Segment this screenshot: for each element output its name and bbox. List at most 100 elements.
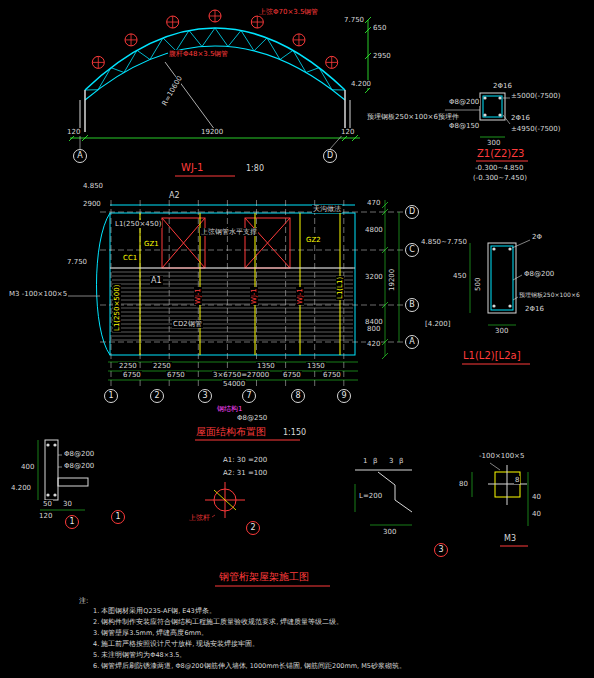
annotation-text: 2Φ — [531, 233, 543, 241]
annotation-text: 1350 — [256, 362, 276, 370]
annotation-text: A2 — [168, 191, 181, 200]
annotation-text: 腹杆Φ48×3.5钢管 — [168, 50, 229, 58]
dimension-line — [40, 510, 85, 511]
note-text: 1. 本图钢材采用Q235-AF钢, E43焊条。 — [92, 608, 217, 615]
cross-bracing — [245, 218, 290, 268]
title-underline — [215, 586, 330, 587]
annotation-text: 2250 — [152, 362, 172, 370]
axis-line — [100, 342, 405, 343]
axis-number: D — [327, 152, 333, 160]
note-text: 3. 钢管壁厚3.5mm, 焊缝高度6mm。 — [92, 630, 209, 637]
annotation-text: 天沟做法 — [312, 205, 342, 213]
purlin — [112, 328, 353, 329]
section-mark — [257, 16, 258, 28]
annotation-text: 6750 — [282, 371, 302, 379]
section-mark — [131, 34, 132, 46]
section-mark — [293, 34, 305, 46]
axis-circle: B — [405, 298, 419, 312]
axis-number: B — [409, 301, 415, 309]
annotation-text: 120 — [38, 512, 53, 520]
rebar-dot — [53, 493, 56, 496]
purlin — [112, 312, 353, 313]
plan-outline — [110, 213, 355, 355]
dimension-line — [355, 484, 356, 512]
axis-circle: D — [405, 205, 419, 219]
annotation-text: β — [398, 457, 404, 465]
stirrup — [491, 246, 513, 310]
top-chord — [85, 28, 345, 90]
annotation-text: 上弦Φ70×3.5钢管 — [258, 8, 319, 16]
title-underline — [476, 161, 528, 162]
wall-section — [45, 440, 58, 500]
annotation-text: 400 — [20, 463, 35, 471]
dimension-line — [385, 200, 386, 356]
axis-circle: 2 — [246, 521, 260, 535]
axis-circle: 1 — [65, 515, 79, 529]
annotation-text: 2Φ16 — [510, 114, 531, 122]
leader-line — [58, 467, 62, 468]
annotation-text: 3200 — [364, 273, 384, 281]
axis-circle: A — [73, 149, 87, 163]
dimension-tick — [382, 353, 388, 359]
annotation-text: 上弦杆 — [188, 514, 211, 522]
dimension-tick — [382, 209, 388, 215]
beam-line — [110, 268, 355, 269]
annotation-text: 80 — [458, 480, 469, 488]
annotation-text: 650 — [372, 24, 387, 32]
annotation-text: CD2钢管 — [172, 320, 203, 328]
annotation-text: 1:80 — [245, 164, 265, 173]
rebar-line — [355, 470, 412, 471]
annotation-text: 2Φ16 — [492, 82, 513, 90]
curved-edge — [97, 213, 111, 355]
annotation-text: 300 — [382, 528, 397, 536]
column — [344, 90, 346, 132]
axis-circle: A — [405, 335, 419, 349]
axis-circle: C — [405, 243, 419, 257]
purlin — [112, 288, 353, 289]
axis-line — [111, 200, 112, 389]
section-mark — [167, 16, 179, 28]
rebar-dot — [46, 443, 49, 446]
leader-line — [503, 98, 510, 99]
annotation-text: 6750 — [122, 371, 142, 379]
annotation-text: L1(L2)[L2a] — [462, 350, 522, 362]
axis-number: 7 — [246, 392, 251, 400]
annotation-text: 470 — [366, 199, 381, 207]
annotation-text: M3 — [503, 534, 517, 543]
title-underline — [462, 364, 530, 365]
section-mark — [251, 16, 263, 28]
drawing-title: 钢管桁架屋架施工图 — [218, 571, 310, 583]
axis-circle: 1 — [104, 389, 118, 403]
axis-line — [140, 200, 141, 389]
axis-number: 1 — [108, 392, 113, 400]
bottom-chord — [85, 46, 345, 100]
annotation-text: 420 — [366, 340, 381, 348]
bracing-bay — [245, 218, 290, 268]
annotation-text: ±5000(-7500) — [510, 92, 561, 100]
purlin — [112, 300, 353, 301]
purlin — [112, 324, 353, 325]
section-mark — [98, 56, 99, 68]
axis-line — [314, 200, 315, 389]
annotation-text: L1(250×450) — [114, 220, 162, 228]
section-mark — [172, 16, 173, 28]
annotation-text: R=10600 — [160, 74, 184, 108]
column-section — [480, 93, 505, 120]
leader-line — [58, 455, 62, 456]
cross-bracing — [162, 218, 205, 268]
annotation-text: ±4950(-7500) — [510, 125, 561, 133]
section-mark — [209, 10, 221, 22]
axis-circle: 3 — [198, 389, 212, 403]
section-mark — [215, 10, 216, 22]
annotation-text: 120 — [340, 128, 355, 136]
annotation-text: Φ8@200 — [63, 462, 95, 470]
annotation-text: 7.750 — [66, 258, 88, 266]
note-text: 6. 钢管焊后刷防锈漆两道, Φ8@200钢筋伸入墙体, 1000mm长锚固, … — [92, 663, 407, 670]
axis-circle: 2 — [150, 389, 164, 403]
annotation-text: 钢结构1 — [216, 405, 243, 413]
leader-line — [503, 115, 510, 124]
note-text: 5. 未注明钢管均为Φ48×3.5。 — [92, 652, 187, 659]
rebar-dot — [508, 247, 511, 250]
leader-line — [513, 275, 522, 280]
dimension-tick — [382, 202, 388, 208]
